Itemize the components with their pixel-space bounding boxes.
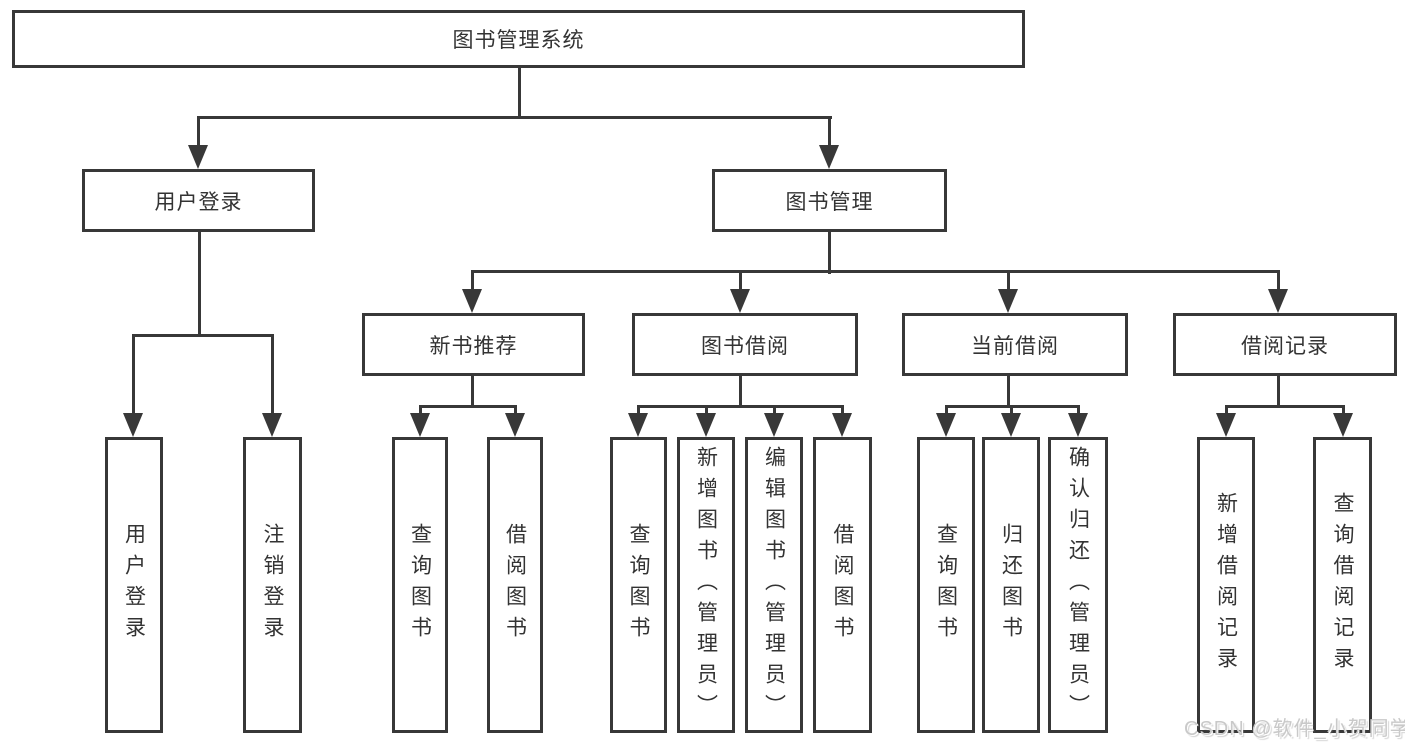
leaf-label: 注销登录	[261, 523, 285, 647]
node-label: 借阅记录	[1241, 334, 1329, 358]
connector-new-book-branch	[419, 405, 517, 408]
connector-drop-leaf-user-login	[132, 334, 135, 418]
node-user-login: 用户登录	[82, 169, 315, 232]
connector-current-borrow-stub	[1007, 374, 1010, 408]
connector-drop-records	[1277, 270, 1280, 295]
connector-drop-book-management	[828, 116, 831, 150]
leaf-label: 借阅图书	[503, 523, 527, 647]
connector-drop-user-login	[197, 116, 200, 150]
leaf-label: 查询图书	[627, 523, 651, 647]
connector-records-branch	[1225, 405, 1345, 408]
leaf-label: 用户登录	[122, 523, 146, 647]
arrow-down-icon	[410, 413, 430, 437]
arrow-down-icon	[1068, 413, 1088, 437]
connector-root-branch	[197, 116, 832, 119]
arrow-down-icon	[262, 413, 282, 437]
arrow-down-icon	[462, 289, 482, 313]
arrow-down-icon	[123, 413, 143, 437]
connector-new-book-stub	[471, 374, 474, 408]
arrow-down-icon	[188, 145, 208, 169]
arrow-down-icon	[936, 413, 956, 437]
connector-drop-new-book	[471, 270, 474, 295]
leaf-label: 归还图书	[999, 523, 1023, 647]
node-book-borrowing: 图书借阅	[632, 313, 858, 376]
connector-book-borrow-stub	[739, 374, 742, 408]
node-label: 新书推荐	[429, 334, 518, 358]
leaf-add-borrow-record: 新增借阅记录	[1197, 437, 1255, 733]
leaf-borrow-books: 借阅图书	[813, 437, 872, 733]
leaf-label: 新增图书（管理员）	[694, 445, 718, 725]
arrow-down-icon	[764, 413, 784, 437]
node-current-borrowing: 当前借阅	[902, 313, 1128, 376]
arrow-down-icon	[730, 289, 750, 313]
leaf-query-books-recommend: 查询图书	[392, 437, 448, 733]
leaf-label: 查询图书	[934, 523, 958, 647]
arrow-down-icon	[819, 145, 839, 169]
arrow-down-icon	[1001, 413, 1021, 437]
arrow-down-icon	[998, 289, 1018, 313]
node-label: 用户登录	[154, 190, 243, 214]
arrow-down-icon	[832, 413, 852, 437]
leaf-logout: 注销登录	[243, 437, 302, 733]
arrow-down-icon	[1268, 289, 1288, 313]
leaf-confirm-return-admin: 确认归还（管理员）	[1048, 437, 1108, 733]
leaf-add-books-admin: 新增图书（管理员）	[677, 437, 735, 733]
leaf-return-books: 归还图书	[982, 437, 1040, 733]
node-new-book-recommend: 新书推荐	[362, 313, 585, 376]
arrow-down-icon	[505, 413, 525, 437]
node-label: 当前借阅	[971, 334, 1059, 358]
connector-user-login-stub	[198, 230, 201, 337]
leaf-label: 查询图书	[408, 523, 432, 647]
leaf-label: 借阅图书	[831, 523, 855, 647]
connector-root-stub	[518, 66, 521, 119]
csdn-watermark: CSDN @软件_小贺同学	[1184, 718, 1405, 740]
leaf-label: 新增借阅记录	[1214, 492, 1238, 678]
leaf-query-borrow-record: 查询借阅记录	[1313, 437, 1372, 733]
node-label: 图书管理	[785, 190, 874, 214]
leaf-query-books-current: 查询图书	[917, 437, 975, 733]
connector-drop-leaf-logout	[271, 334, 274, 418]
connector-book-management-stub	[828, 230, 831, 274]
leaf-user-login: 用户登录	[105, 437, 163, 733]
node-borrowing-records: 借阅记录	[1173, 313, 1397, 376]
node-label: 图书管理系统	[452, 29, 585, 52]
leaf-label: 查询借阅记录	[1331, 492, 1355, 678]
node-book-management: 图书管理	[712, 169, 947, 232]
node-label: 图书借阅	[701, 334, 789, 358]
leaf-borrow-books-recommend: 借阅图书	[487, 437, 543, 733]
connector-book-borrow-branch	[637, 405, 844, 408]
node-library-management-system: 图书管理系统	[12, 10, 1025, 68]
connector-records-stub	[1277, 374, 1280, 408]
arrow-down-icon	[1216, 413, 1236, 437]
arrow-down-icon	[1333, 413, 1353, 437]
leaf-label: 编辑图书（管理员）	[762, 445, 786, 725]
leaf-label: 确认归还（管理员）	[1066, 445, 1090, 725]
connector-user-login-branch	[132, 334, 274, 337]
arrow-down-icon	[628, 413, 648, 437]
connector-drop-book-borrow	[739, 270, 742, 295]
leaf-edit-books-admin: 编辑图书（管理员）	[745, 437, 803, 733]
arrow-down-icon	[696, 413, 716, 437]
connector-drop-current-borrow	[1007, 270, 1010, 295]
connector-book-management-branch	[471, 270, 1280, 273]
leaf-query-books-borrow: 查询图书	[610, 437, 667, 733]
